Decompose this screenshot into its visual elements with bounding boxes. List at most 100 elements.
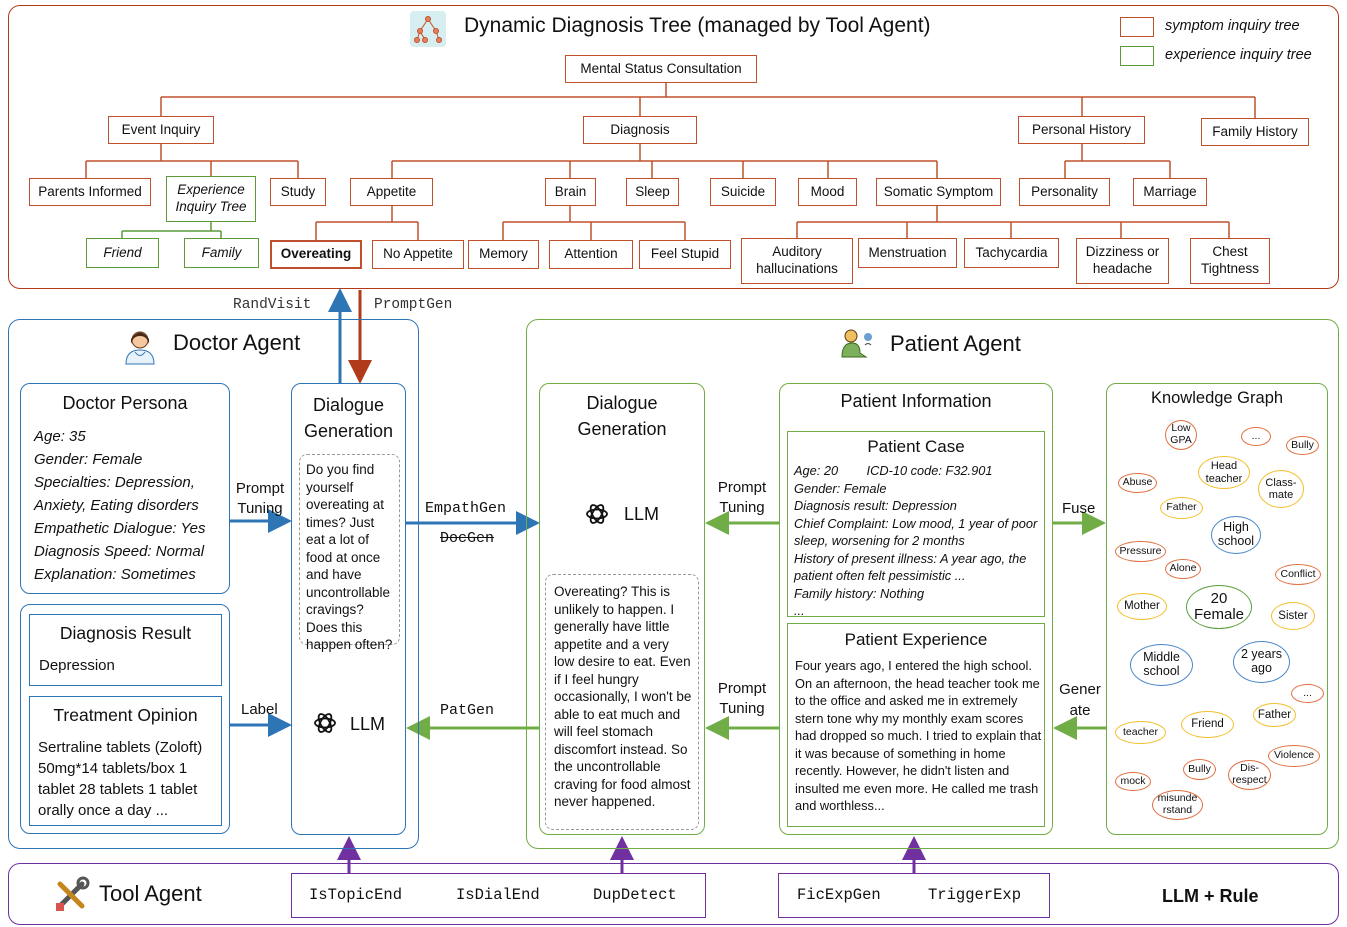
tree-edges [85, 82, 1256, 240]
tool-dupdetect[interactable]: DupDetect [593, 886, 677, 904]
case-age-icd: Age: 20 ICD-10 code: F32.901 [794, 463, 993, 478]
label-arrow-label: Label [241, 701, 278, 718]
kg-node-father-1: Father [1160, 497, 1203, 519]
knowledge-graph-title: Knowledge Graph [1150, 389, 1284, 407]
diagnosis-result-title: Diagnosis Result [59, 623, 192, 643]
tree-node-overeating[interactable]: Overeating [270, 240, 362, 269]
tool-agent-panel [8, 863, 1339, 925]
kg-node-high-school: High school [1211, 516, 1261, 554]
case-chief-complaint: Chief Complaint: Low mood, 1 year of poo… [794, 515, 1038, 549]
tree-node-dizziness[interactable]: Dizziness or headache [1076, 238, 1169, 284]
kg-node-ellipsis-2: ... [1291, 684, 1324, 703]
doctor-persona-lines: Age: 35 Gender: Female Specialties: Depr… [34, 425, 206, 586]
tool-group-2 [778, 873, 1050, 918]
patient-experience-text: Four years ago, I entered the high schoo… [795, 658, 1042, 813]
case-gender: Gender: Female [794, 480, 887, 496]
tree-node-experience-inquiry[interactable]: Experience Inquiry Tree [166, 176, 256, 222]
patient-experience-title: Patient Experience [844, 630, 988, 649]
persona-gender: Gender: Female [34, 451, 143, 468]
tool-agent-title: Tool Agent [99, 881, 202, 906]
legend-symptom-label: symptom inquiry tree [1165, 18, 1300, 34]
patient-dialogue-title: Dialogue Generation [577, 393, 667, 439]
tree-node-appetite[interactable]: Appetite [350, 178, 433, 206]
tree-node-personality[interactable]: Personality [1019, 178, 1110, 206]
tree-node-study[interactable]: Study [270, 178, 326, 206]
doctor-dialogue-box: Dialogue Generation Do you find yourself… [291, 383, 406, 835]
tree-node-chest-tightness[interactable]: Chest Tightness [1190, 238, 1270, 284]
tree-node-mood[interactable]: Mood [798, 178, 857, 206]
treatment-opinion-text: Sertraline tablets (Zoloft) 50mg*14 tabl… [38, 739, 203, 819]
tree-node-family[interactable]: Family [184, 238, 259, 268]
patient-dialogue-bubble: Overeating? This is unlikely to happen. … [545, 574, 699, 830]
persona-explanation: Explanation: Sometimes [34, 566, 196, 583]
tree-node-personal-history[interactable]: Personal History [1018, 116, 1145, 144]
diagnosis-tree-panel [8, 5, 1339, 289]
tree-node-auditory-hallucinations[interactable]: Auditory hallucinations [741, 238, 853, 284]
fuse-label: Fuse [1062, 500, 1096, 517]
tree-title: Dynamic Diagnosis Tree (managed by Tool … [464, 14, 931, 37]
case-history: History of present illness: A year ago, … [794, 550, 1027, 584]
kg-node-mock: mock [1115, 772, 1151, 791]
promptgen-label: PromptGen [374, 297, 453, 313]
tool-triggerexp[interactable]: TriggerExp [928, 886, 1022, 904]
tree-node-event-inquiry[interactable]: Event Inquiry [108, 116, 214, 144]
treatment-opinion-title: Treatment Opinion [53, 705, 198, 725]
case-more: ... [794, 603, 805, 618]
kg-node-low-gpa: Low GPA [1165, 420, 1197, 450]
empathgen-label: EmpathGen [425, 500, 507, 517]
doctor-result-box [20, 604, 230, 834]
doctor-persona-title: Doctor Persona [62, 393, 188, 413]
persona-age: Age: 35 [34, 428, 86, 445]
tool-ficexpgen[interactable]: FicExpGen [797, 886, 881, 904]
tree-node-somatic-symptom[interactable]: Somatic Symptom [876, 178, 1001, 206]
prompt-tuning-label-doctor: Prompt Tuning [235, 480, 285, 517]
kg-node-teacher: teacher [1115, 721, 1166, 744]
patient-info-title: Patient Information [840, 391, 992, 411]
legend-experience-label: experience inquiry tree [1165, 47, 1312, 63]
patient-icon [836, 327, 876, 363]
kg-node-mother: Mother [1117, 593, 1167, 620]
tree-node-memory[interactable]: Memory [468, 240, 539, 269]
patient-case-box: Patient Case Age: 20 ICD-10 code: F32.90… [787, 431, 1045, 620]
experience-edges [121, 222, 222, 238]
tree-node-brain[interactable]: Brain [545, 178, 596, 206]
tree-node-sleep[interactable]: Sleep [626, 178, 679, 206]
doctor-llm-icon [312, 710, 338, 736]
doctor-dialogue-title: Dialogue Generation [303, 395, 394, 441]
kg-node-friend: Friend [1181, 711, 1234, 738]
tree-node-no-appetite[interactable]: No Appetite [372, 240, 464, 269]
tree-node-marriage[interactable]: Marriage [1133, 178, 1207, 206]
docgen-label: DocGen [440, 530, 495, 547]
tool-isdialend[interactable]: IsDialEnd [456, 886, 540, 904]
kg-node-two-years-ago: 2 years ago [1233, 641, 1290, 683]
tree-node-parents-informed[interactable]: Parents Informed [29, 178, 151, 206]
tree-node-attention[interactable]: Attention [549, 240, 633, 269]
tree-node-friend[interactable]: Friend [86, 238, 159, 268]
kg-node-head-teacher: Head teacher [1198, 456, 1250, 489]
doctor-persona-box: Doctor Persona Age: 35 Gender: Female Sp… [20, 383, 230, 594]
kg-node-bully-2: Bully [1183, 759, 1216, 780]
tool-istopicend[interactable]: IsTopicEnd [309, 886, 403, 904]
kg-node-abuse: Abuse [1118, 473, 1157, 493]
doctor-agent-title: Doctor Agent [173, 330, 301, 355]
tree-icon [410, 11, 446, 47]
patient-llm-label: LLM [624, 504, 660, 524]
patient-case-lines: Age: 20 ICD-10 code: F32.901 Gender: Fem… [794, 462, 1044, 620]
persona-empathetic: Empathetic Dialogue: Yes [34, 520, 206, 537]
prompt-tuning-label-upper: Prompt Tuning [717, 479, 767, 516]
tree-node-root[interactable]: Mental Status Consultation [565, 55, 757, 83]
patient-dialogue-box: Dialogue Generation LLM Overeating? This… [539, 383, 705, 835]
tools-icon [54, 876, 90, 912]
tree-node-menstruation[interactable]: Menstruation [858, 238, 957, 268]
tree-node-family-history[interactable]: Family History [1201, 118, 1309, 146]
tree-node-suicide[interactable]: Suicide [710, 178, 776, 206]
kg-node-center-20-female: 20 Female [1186, 585, 1252, 629]
doctor-dialogue-text: Do you find yourself overeating at times… [306, 462, 393, 652]
llm-rule-label: LLM + Rule [1162, 886, 1259, 906]
tree-node-feel-stupid[interactable]: Feel Stupid [639, 240, 731, 269]
tree-node-diagnosis[interactable]: Diagnosis [583, 116, 697, 144]
patient-info-box: Patient Information [779, 383, 1053, 835]
tree-node-tachycardia[interactable]: Tachycardia [964, 238, 1059, 268]
kg-node-alone: Alone [1165, 559, 1201, 579]
patient-case-title: Patient Case [867, 437, 965, 456]
